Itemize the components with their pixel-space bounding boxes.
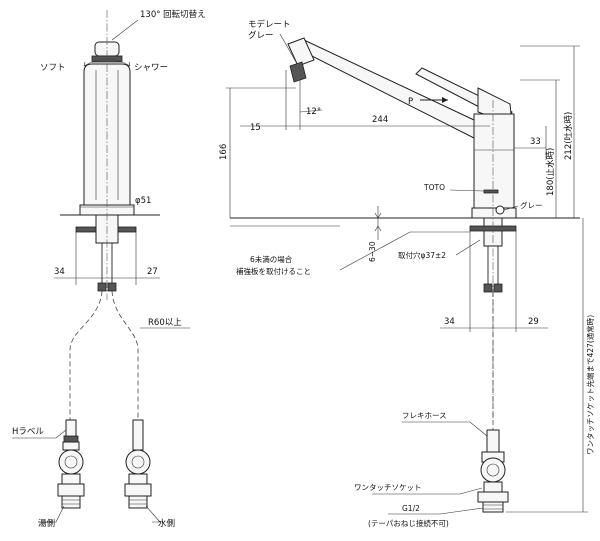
- mount-hole-leader: [455, 239, 481, 256]
- p-label: P: [408, 97, 413, 107]
- reinforce-label-1: 6未満の場合: [250, 254, 293, 264]
- side-socket: [477, 429, 509, 513]
- hot-socket: [57, 419, 85, 509]
- p-arrow-head: [442, 97, 448, 103]
- front-fitting-hot: [97, 282, 107, 292]
- h-label-leader: [12, 429, 67, 439]
- front-fitting-cold: [107, 282, 117, 292]
- dim-244-label: 244: [372, 115, 388, 125]
- gray-cap: [495, 205, 505, 215]
- toto-leader: [449, 189, 485, 192]
- one-touch-socket-label: ワンタッチソケット: [354, 483, 422, 492]
- soft-label: ソフト: [40, 63, 66, 73]
- dim-12deg-line: [299, 109, 323, 113]
- one-touch-leader: [372, 487, 483, 495]
- spout-head: [287, 37, 315, 67]
- one-touch-length-label: ワンタッチソケット先端まで427(通常時): [585, 315, 595, 455]
- moderate-label-2: グレー: [248, 30, 274, 41]
- toto-logo: [483, 189, 499, 194]
- side-base: [471, 207, 517, 219]
- dim-212-label: 212(吐水時): [563, 112, 574, 160]
- dim-6-30-label: 6~30: [368, 241, 377, 262]
- moderate-label-1: モデレート: [248, 19, 291, 30]
- dim-27-label: 27: [147, 267, 158, 277]
- cold-socket: [124, 419, 152, 509]
- reinforce-label-2: 補強板を取付けること: [236, 266, 311, 276]
- hot-side-leader: [38, 505, 65, 523]
- g12-label: G1/2: [402, 504, 420, 513]
- flex-hose-leader: [402, 421, 488, 437]
- rotation-label: 130° 回転切替え: [140, 9, 206, 20]
- toto-label: TOTO: [423, 183, 445, 192]
- dim-166-label: 166: [219, 144, 229, 160]
- moderate-nozzle: [289, 61, 307, 83]
- hot-side-label: 湯側: [38, 518, 55, 529]
- dim-15-label: 15: [250, 123, 261, 133]
- g12-leader: [388, 507, 484, 515]
- moderate-leader: [279, 33, 297, 63]
- water-side-leader: [145, 505, 161, 523]
- r60-label: R60以上: [148, 318, 182, 328]
- hot-hose: [69, 290, 103, 420]
- reinforce-leader: [339, 231, 470, 271]
- flex-hose-label: フレキホース: [402, 411, 447, 420]
- phi51-label: φ51: [135, 196, 151, 206]
- dim-33-label: 33: [530, 137, 541, 147]
- rotation-leader: [111, 19, 139, 41]
- gray-leader: [503, 205, 519, 211]
- rotation-arc: [83, 58, 131, 67]
- taper-note-label: (テーパおねじ接続不可): [368, 518, 449, 528]
- front-body-lines: [95, 70, 119, 200]
- dim-180-label: 180(止水時): [545, 148, 556, 196]
- gray-label: グレー: [520, 200, 543, 210]
- cold-hose: [111, 290, 139, 420]
- dim-34-left-label: 34: [54, 267, 65, 277]
- front-view: [12, 10, 190, 523]
- side-view: [226, 37, 588, 515]
- dim-34-right-label: 34: [444, 317, 455, 327]
- dim-29-label: 29: [528, 317, 539, 327]
- water-side-label: 水側: [158, 518, 175, 529]
- side-body: [473, 113, 515, 211]
- shower-label: シャワー: [134, 63, 168, 73]
- dim-12deg-label: 12°: [306, 107, 321, 117]
- h-label-text: Hラベル: [12, 427, 44, 437]
- mount-hole-label: 取付穴φ37±2: [398, 250, 446, 260]
